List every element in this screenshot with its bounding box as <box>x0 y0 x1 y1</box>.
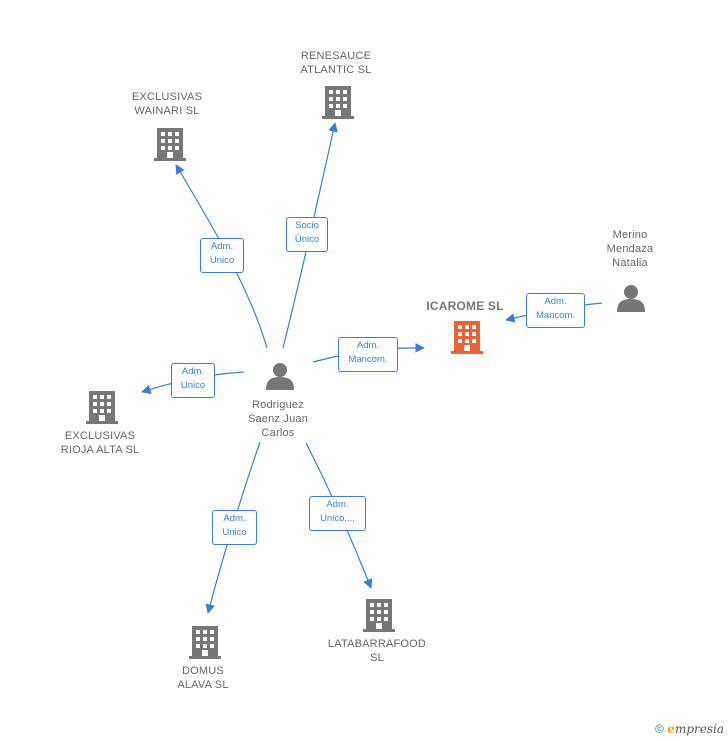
node-label-merino[interactable]: Merino Mendaza Natalia <box>606 229 654 269</box>
building-icon[interactable] <box>363 599 395 632</box>
edge-label-to-icarome: Adm. Mancom. <box>338 337 398 372</box>
node-label-rioja[interactable]: EXCLUSIVAS RIOJA ALTA SL <box>60 430 140 456</box>
building-icon[interactable] <box>322 86 354 119</box>
edge-label-to-rioja: Adm. Unico <box>171 363 215 398</box>
building-icon[interactable] <box>86 391 118 424</box>
node-label-latabarra[interactable]: LATABARRAFOOD SL <box>327 638 427 664</box>
copyright-icon: © <box>655 722 664 736</box>
edge-label-to-wainari: Adm. Unico <box>200 238 244 273</box>
node-label-domus[interactable]: DOMUS ALAVA SL <box>177 665 229 691</box>
node-label-icarome[interactable]: ICAROME SL <box>426 299 504 313</box>
edge-label-to-latabarra: Adm. Unico,... <box>309 496 366 531</box>
node-label-wainari[interactable]: EXCLUSIVAS WAINARI SL <box>131 91 203 117</box>
building-icon[interactable] <box>154 128 186 161</box>
person-icon[interactable] <box>266 363 294 390</box>
node-label-rodriguez[interactable]: Rodriguez Saenz Juan Carlos <box>247 399 309 439</box>
edge-label-merino-to-icarome: Adm. Mancom. <box>526 293 585 328</box>
edge-label-to-renesauce: Socio Único <box>286 217 328 252</box>
building-icon[interactable] <box>189 626 221 659</box>
person-icon[interactable] <box>617 285 645 312</box>
node-label-renesauce[interactable]: RENESAUCE ATLANTIC SL <box>300 50 372 76</box>
building-icon[interactable] <box>451 321 483 354</box>
empresia-logo[interactable]: © empresia <box>655 722 724 736</box>
edge-label-to-domus: Adm. Unico <box>212 510 257 545</box>
brand-name: empresia <box>667 722 724 736</box>
